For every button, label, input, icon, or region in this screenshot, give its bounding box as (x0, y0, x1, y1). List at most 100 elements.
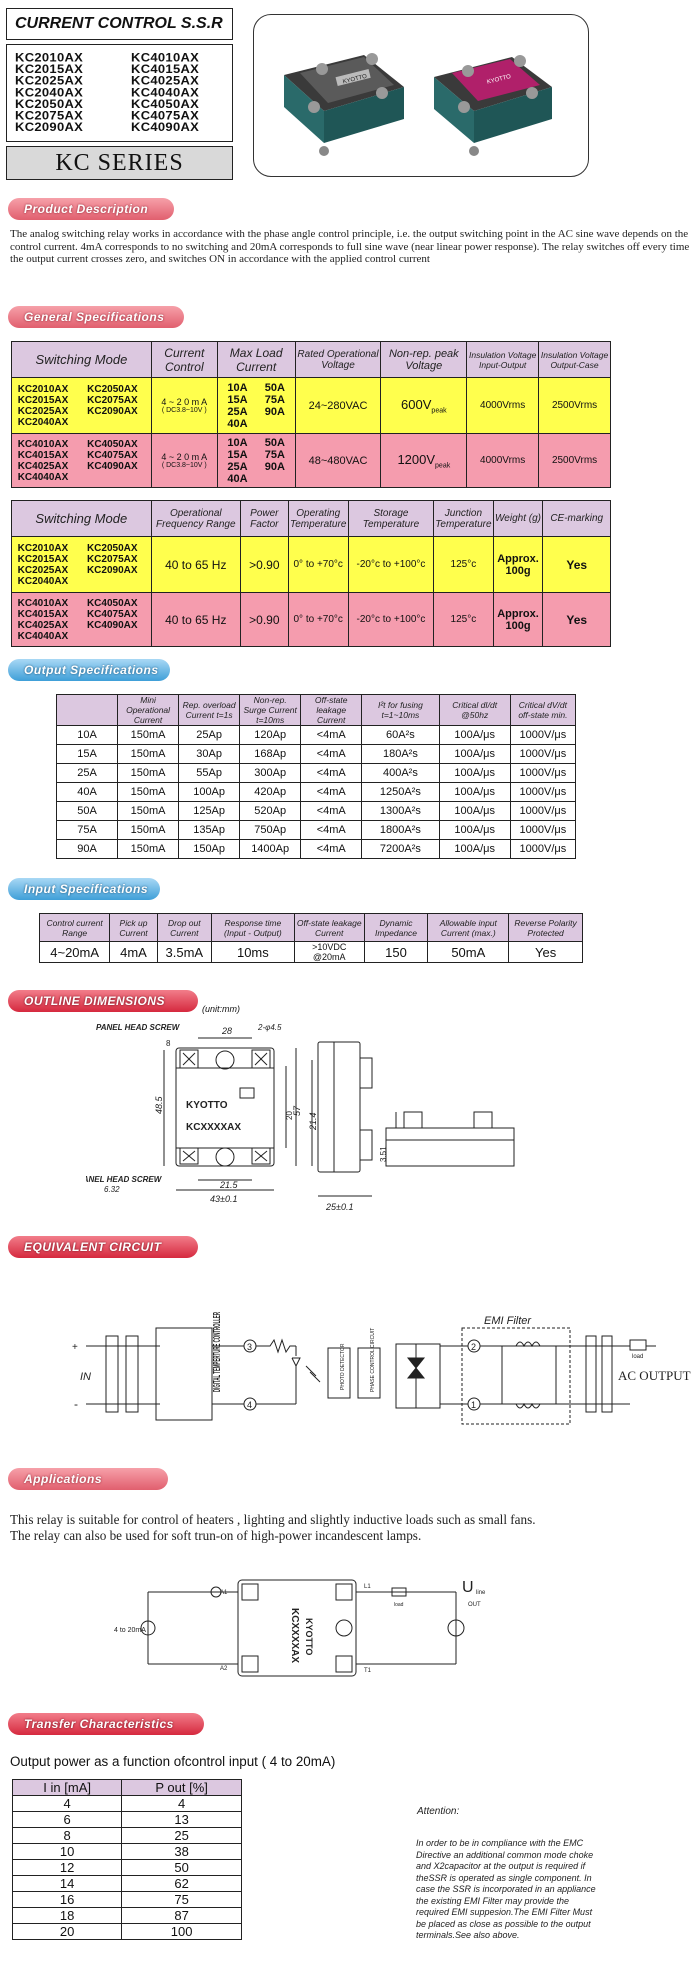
relay-brand-right: KYOTTO (486, 74, 512, 86)
applications-text: This relay is suitable for control of he… (10, 1512, 694, 1544)
table-cell: 40A (55, 782, 119, 802)
general-spec-table-1: Switching Mode Current Control Max Load … (11, 341, 611, 488)
ins-oc-cell: 2500Vrms (538, 377, 611, 434)
junction-cell: 125°c (433, 536, 494, 593)
section-general-specifications: General Specifications (8, 306, 184, 328)
control-cell: 4 ~ 2 0 m A (161, 452, 208, 462)
input-filter-block (105, 1335, 119, 1413)
header-cell: Junction Temperature (433, 500, 494, 537)
panel-screw-label-bottom: PANEL HEAD SCREW (86, 1175, 163, 1184)
table-cell: 10 (11, 1843, 123, 1860)
table-cell: 150mA (117, 801, 180, 821)
st-temp-cell: -20°c to +100°c (347, 536, 435, 593)
section-output-specifications: Output Specifications (8, 659, 170, 681)
attention-text: In order to be in compliance with the EM… (416, 1838, 596, 1940)
table-cell: 4~20mA (38, 941, 111, 963)
plus-label: + (72, 1342, 78, 1353)
model-list-left: KC2010AX KC2015AX KC2025AX KC2040AX KC20… (15, 51, 84, 134)
header-cell: Pick up Current (109, 913, 158, 942)
header-cell: Non-rep. Surge Current t=10ms (239, 694, 302, 726)
section-input-specifications: Input Specifications (8, 878, 160, 900)
dim-43: 43±0.1 (210, 1194, 237, 1204)
table-cell: 6 (11, 1811, 123, 1828)
emi-filter-label: EMI Filter (484, 1315, 532, 1327)
model-list-right: KC4010AX KC4015AX KC4025AX KC4040AX KC40… (131, 51, 200, 133)
ce-cell: Yes (542, 592, 611, 647)
models-cell: KC2010AX KC2015AX KC2025AX KC2040AX (17, 383, 69, 428)
table-cell: 168Ap (239, 744, 302, 764)
table-cell: 3.5mA (156, 941, 212, 963)
drawing-brand: KYOTTO (186, 1100, 228, 1111)
model-item: KC2075AX (15, 108, 84, 123)
table-cell: 50mA (427, 941, 510, 963)
table-cell: 1000V/μs (509, 820, 577, 840)
table-row: KC4010AX KC4015AX KC4025AX KC4040AX KC40… (11, 433, 611, 488)
model-item: KC2040AX (15, 84, 84, 100)
dim-21-5: 21.5 (219, 1180, 239, 1190)
dim-3-51: 3.51 (379, 1146, 388, 1162)
ac-source (447, 1619, 465, 1637)
applications-line: This relay is suitable for control of he… (10, 1512, 536, 1527)
equivalent-circuit-diagram: + - IN DIGITAL TEMPERTURE CONTROLLER 3 4… (72, 1312, 691, 1425)
table-cell: 400A²s (361, 763, 440, 783)
table-cell: 8 (11, 1827, 123, 1844)
pf-cell: >0.90 (239, 536, 289, 593)
freq-cell: 40 to 65 Hz (150, 536, 241, 593)
relay-outline-side (317, 1041, 361, 1173)
table-cell: 520Ap (239, 801, 302, 821)
header-cell: I²t for fusing t=1~10ms (361, 694, 440, 726)
table-row: KC2010AX KC2015AX KC2025AX KC2040AX KC20… (11, 377, 611, 434)
models-cell: KC2050AX KC2075AX KC2090AX (87, 383, 138, 417)
section-product-description: Product Description (8, 198, 174, 220)
photo-detector-label: PHOTO DETECTOR (340, 1343, 346, 1390)
header-cell: Weight (g) (492, 500, 544, 537)
model-item: KC4015AX (131, 61, 200, 77)
header-cell: I in [mA] (11, 1779, 123, 1796)
peak-cell: 1200V (397, 451, 436, 467)
rated-cell: 48~480VAC (294, 433, 382, 488)
dim-48-5: 48.5 (154, 1095, 164, 1114)
model-item: KC2090AX (15, 119, 84, 134)
header-cell: Power Factor (239, 500, 289, 537)
table-cell: 90A (55, 839, 119, 859)
table-cell: 100A/μs (438, 801, 511, 821)
table-cell: 100A/μs (438, 763, 511, 783)
table-cell: 100A/μs (438, 782, 511, 802)
model-item: KC2015AX (15, 61, 84, 77)
table-cell: 50A (55, 801, 119, 821)
app-brand: KYOTTO (304, 1618, 314, 1655)
section-outline-dimensions: OUTLINE DIMENSIONS (8, 990, 198, 1012)
table-cell: <4mA (300, 725, 363, 745)
models-cell: KC2010AX KC2015AX KC2025AX KC2040AX (17, 542, 69, 587)
table-cell: 150mA (117, 725, 180, 745)
ins-io-cell: 4000Vrms (466, 433, 540, 488)
op-temp-cell: 0° to +70°c (287, 536, 349, 593)
application-diagram: 4 to 20mA A1 A2 L1 T1 load KYOTTO KCXXXX… (114, 1579, 486, 1677)
pf-cell: >0.90 (239, 592, 289, 647)
table-cell: 1800A²s (361, 820, 440, 840)
peak-cell: 600V (401, 396, 432, 412)
models-cell: KC4050AX KC4075AX KC4090AX (87, 438, 138, 472)
header-cell: Storage Temperature (347, 500, 435, 537)
header-cell: Response time (Input - Output) (210, 913, 295, 942)
relay-image-right: KYOTTO (434, 55, 552, 156)
u-line-sub: line (476, 1590, 486, 1596)
model-item: KC4025AX (131, 73, 200, 88)
applications-line: The relay can also be used for soft trun… (10, 1528, 422, 1543)
peak-sub: peak (431, 407, 447, 415)
control-sub: ( DC3.8~10V ) (161, 407, 207, 414)
table-cell: 125Ap (178, 801, 241, 821)
table-cell: 135Ap (178, 820, 241, 840)
header-cell: Max Load Current (216, 341, 296, 378)
header-cell: Switching Mode (11, 500, 152, 537)
